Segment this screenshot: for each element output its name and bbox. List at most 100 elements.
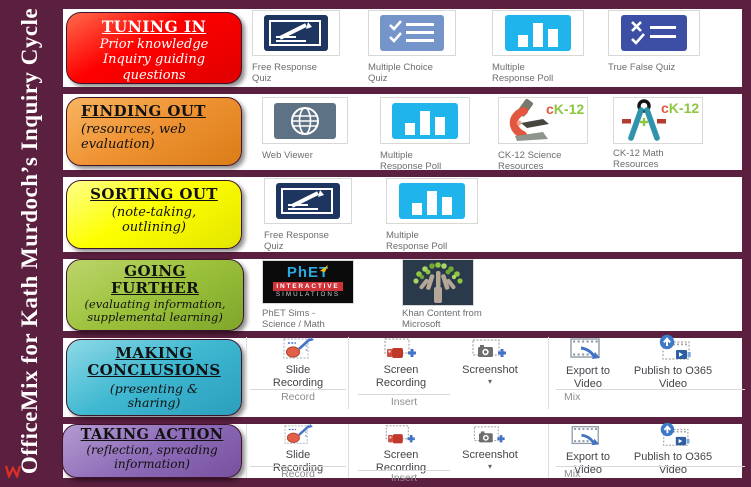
ck12-logo-c: c bbox=[661, 100, 669, 116]
stage-subtitle: (note-taking, outlining) bbox=[111, 204, 197, 235]
slide-recording-label: Slide Recording bbox=[272, 449, 324, 474]
tool-label: Multiple Choice Quiz bbox=[368, 62, 433, 85]
tool-label: Multiple Response Poll bbox=[380, 150, 442, 173]
slide-recording-button[interactable]: Slide Recording bbox=[252, 336, 344, 390]
x-check-list-icon bbox=[631, 21, 676, 45]
ck12-logo-k12: K-12 bbox=[554, 101, 585, 117]
tool-label: True False Quiz bbox=[608, 62, 676, 73]
tool-khan-content[interactable] bbox=[402, 259, 474, 306]
ribbon-separator bbox=[548, 424, 549, 478]
ck12-logo-k12: K-12 bbox=[669, 100, 700, 116]
tool-true-false-quiz[interactable] bbox=[608, 10, 700, 56]
tool-label: Khan Content from Microsoft bbox=[402, 308, 482, 331]
tool-label: PhET Sims - Science / Math bbox=[262, 308, 325, 331]
phet-interactive-label: INTERACTIVE bbox=[273, 281, 343, 292]
ribbon-group-mix: Mix bbox=[556, 389, 745, 403]
screen-recording-button[interactable]: Screen Recording bbox=[356, 424, 446, 475]
bar-chart-icon bbox=[405, 110, 445, 135]
pencil-slide-icon bbox=[281, 188, 333, 214]
tool-multiple-response-poll[interactable] bbox=[386, 178, 478, 224]
ribbon-group-mix: Mix bbox=[556, 466, 745, 480]
ribbon-separator bbox=[548, 337, 549, 409]
stage-subtitle: (reflection, spreading information) bbox=[86, 443, 218, 472]
screenshot-dropdown-caret[interactable]: ▾ bbox=[487, 376, 492, 386]
tool-free-response-quiz[interactable] bbox=[264, 178, 352, 224]
checklist-icon bbox=[389, 20, 434, 43]
ribbon-separator bbox=[348, 424, 349, 478]
stage-title: GOING FURTHER bbox=[111, 262, 199, 297]
screenshot-button[interactable]: Screenshot ▾ bbox=[450, 425, 530, 471]
ribbon-group-insert: Insert bbox=[358, 470, 450, 484]
screenshot-label: Screenshot bbox=[462, 364, 518, 376]
filmstrip-export-icon bbox=[571, 426, 600, 446]
slide-record-icon bbox=[283, 337, 314, 359]
tool-label: Web Viewer bbox=[262, 150, 313, 161]
tool-web-viewer[interactable] bbox=[262, 97, 348, 144]
export-to-video-button[interactable]: Export to Video bbox=[552, 335, 624, 391]
stage-subtitle: (presenting & sharing) bbox=[109, 380, 199, 411]
stage-subtitle: (evaluating information, supplemental le… bbox=[84, 296, 226, 324]
svg-text:cK-12: cK-12 bbox=[661, 100, 699, 116]
tool-ck12-science[interactable]: cK-12 bbox=[498, 97, 588, 144]
ribbon-separator bbox=[348, 337, 349, 409]
stage-title: SORTING OUT bbox=[90, 185, 218, 203]
ribbon-group-insert: Insert bbox=[358, 394, 450, 408]
publish-to-o365-label: Publish to O365 Video bbox=[633, 365, 713, 390]
filmstrip-upload-icon bbox=[660, 422, 690, 446]
stage-finding-out: FINDING OUT (resources, web evaluation) bbox=[66, 97, 242, 166]
export-to-video-label: Export to Video bbox=[565, 365, 611, 390]
ribbon-group-record: Record bbox=[250, 389, 346, 403]
camera-plus-icon bbox=[473, 426, 505, 443]
stage-subtitle: (resources, web evaluation) bbox=[81, 121, 187, 152]
tool-ck12-math[interactable]: cK-12 bbox=[613, 97, 703, 144]
screenshot-label: Screenshot bbox=[462, 449, 518, 461]
stage-tuning-in: TUNING IN Prior knowledge Inquiry guidin… bbox=[66, 12, 242, 84]
stage-taking-action: TAKING ACTION (reflection, spreading inf… bbox=[62, 424, 242, 478]
stage-title: TUNING IN bbox=[101, 17, 207, 36]
slide-record-icon bbox=[284, 423, 313, 444]
tool-phet-sims[interactable]: PhET INTERACTIVE SIMULATIONS bbox=[262, 260, 354, 304]
stage-title: TAKING ACTION bbox=[80, 426, 224, 443]
filmstrip-export-icon bbox=[570, 338, 600, 359]
phet-simulations-label: SIMULATIONS bbox=[275, 291, 341, 299]
ribbon-group-record: Record bbox=[250, 466, 346, 480]
tool-multiple-response-poll[interactable] bbox=[492, 10, 584, 56]
tool-label: Multiple Response Poll bbox=[386, 230, 448, 253]
screenshot-dropdown-caret[interactable]: ▾ bbox=[487, 461, 492, 471]
ribbon-separator bbox=[246, 424, 247, 478]
microscope-icon: cK-12 bbox=[509, 98, 584, 141]
ck12-logo-c: c bbox=[546, 101, 554, 117]
tool-free-response-quiz[interactable] bbox=[252, 10, 340, 56]
poster-title-vertical: OfficeMix for Kath Murdoch’s Inquiry Cyc… bbox=[17, 7, 42, 475]
svg-text:cK-12: cK-12 bbox=[546, 101, 584, 117]
tool-label: Free Response Quiz bbox=[252, 62, 317, 85]
slide-recording-label: Slide Recording bbox=[272, 364, 324, 389]
tool-multiple-response-poll[interactable] bbox=[380, 97, 470, 144]
bar-chart-icon bbox=[518, 23, 558, 47]
pencil-slide-icon bbox=[269, 20, 321, 46]
publish-to-o365-button[interactable]: Publish to O365 Video bbox=[624, 334, 722, 391]
tool-label: Multiple Response Poll bbox=[492, 62, 554, 85]
phet-logo: PhET bbox=[286, 263, 330, 281]
hand-tree-icon bbox=[413, 261, 463, 303]
screen-recording-label: Screen Recording bbox=[375, 364, 427, 389]
stage-title: MAKING CONCLUSIONS bbox=[87, 344, 221, 379]
bar-chart-icon bbox=[412, 191, 452, 215]
stage-going-further: GOING FURTHER (evaluating information, s… bbox=[66, 259, 244, 331]
camera-plus-icon bbox=[472, 339, 506, 357]
tool-multiple-choice-quiz[interactable] bbox=[368, 10, 456, 56]
stage-making-conclusions: MAKING CONCLUSIONS (presenting & sharing… bbox=[66, 339, 242, 416]
tool-label: Free Response Quiz bbox=[264, 230, 329, 253]
stage-sorting-out: SORTING OUT (note-taking, outlining) bbox=[66, 180, 242, 249]
camcorder-plus-icon bbox=[385, 425, 415, 444]
screen-recording-button[interactable]: Screen Recording bbox=[356, 337, 446, 390]
ribbon-separator bbox=[246, 337, 247, 409]
filmstrip-upload-icon bbox=[659, 334, 691, 360]
camcorder-plus-icon bbox=[384, 338, 416, 358]
slide-recording-button[interactable]: Slide Recording bbox=[252, 423, 344, 475]
compass-icon: cK-12 bbox=[622, 99, 699, 141]
tool-label: CK-12 Science Resources bbox=[498, 150, 562, 173]
stage-subtitle: Prior knowledge Inquiry guiding question… bbox=[99, 37, 209, 83]
screenshot-button[interactable]: Screenshot ▾ bbox=[450, 338, 530, 386]
